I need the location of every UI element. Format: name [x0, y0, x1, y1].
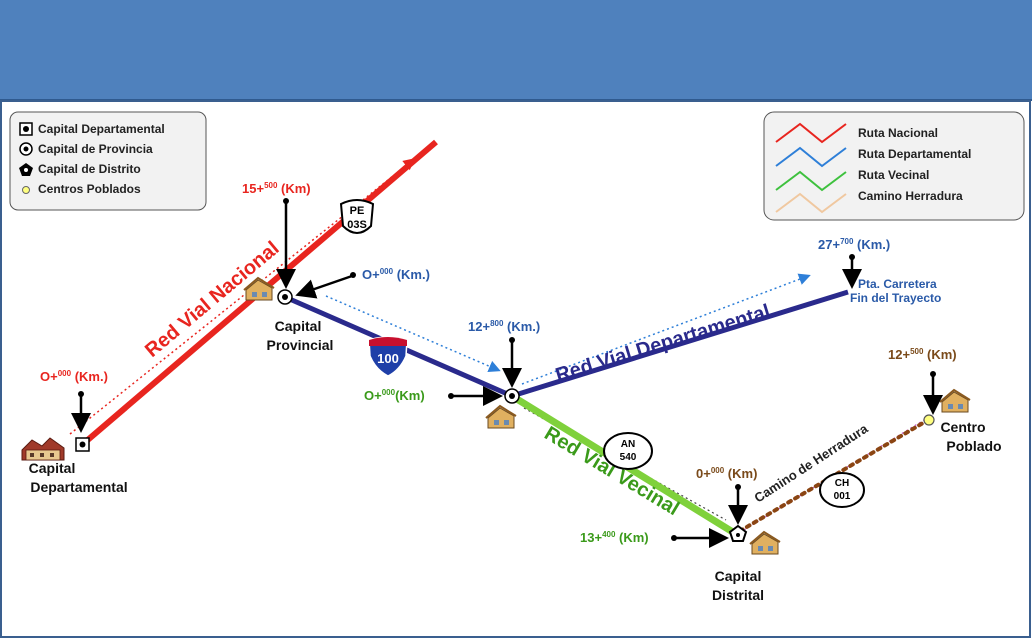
km-nacional-start: O+000 (Km.) — [40, 369, 108, 384]
house-icon-departamental — [21, 437, 65, 461]
shield-an-540: AN 540 — [603, 432, 653, 470]
place-capital-departamental-line1: Capital — [29, 460, 76, 476]
shield-interstate-number: 100 — [377, 351, 399, 366]
legend-item-capital-provincia: Capital de Provincia — [38, 142, 153, 156]
place-fin-del-trayecto: Fin del Trayecto — [850, 291, 941, 305]
place-capital-provincial-line1: Capital — [275, 318, 322, 334]
place-capital-provincial-line2: Provincial — [267, 337, 334, 353]
km-vecinal-end: 13+400 (Km) — [580, 530, 649, 545]
shield-ch-001: CH 001 — [819, 472, 865, 508]
legend-line-nacional — [775, 122, 847, 144]
legend-item-capital-distrito: Capital de Distrito — [38, 162, 141, 176]
legend-item-ruta-vecinal: Ruta Vecinal — [858, 168, 929, 182]
shield-ch-top: CH — [835, 478, 849, 489]
legend-item-capital-departamental: Capital Departamental — [38, 122, 165, 136]
shield-pe-bottom: 03S — [347, 219, 367, 231]
km-nacional-end: 15+500 (Km) — [242, 181, 311, 196]
departamental-start-arrow — [325, 295, 501, 372]
legend-line-departamental — [775, 146, 847, 168]
circle-dot-icon — [19, 142, 33, 156]
place-centro-poblado-line1: Centro — [940, 419, 985, 435]
place-capital-distrital-line1: Capital — [715, 568, 762, 584]
legend-item-ruta-departamental: Ruta Departamental — [858, 147, 971, 161]
legend-settlement-types: Capital Departamental Capital de Provinc… — [9, 111, 207, 211]
square-dot-icon — [19, 122, 33, 136]
km-vecinal-start: O+000(Km) — [364, 388, 425, 403]
shield-interstate-100: 100 — [368, 336, 408, 377]
km-departamental-end: 27+700 (Km.) — [818, 237, 890, 252]
km-departamental-start: O+000 (Km.) — [362, 267, 430, 282]
departamental-direction-arrow — [521, 273, 811, 385]
legend-item-camino-herradura: Camino Herradura — [858, 189, 963, 203]
node-centro-poblado — [923, 414, 935, 426]
house-icon-distrital — [749, 530, 781, 555]
node-capital-departamental — [75, 437, 90, 452]
shield-an-top: AN — [621, 439, 635, 450]
pointer-arrows — [71, 198, 943, 548]
content-border — [0, 100, 1031, 638]
km-herradura-start: 0+000 (Km) — [696, 466, 757, 481]
road-herradura — [738, 418, 930, 533]
place-pta-carretera: Pta. Carretera — [858, 277, 937, 291]
house-icon-junction — [485, 404, 517, 429]
small-circle-icon — [22, 186, 30, 194]
legend-item-ruta-nacional: Ruta Nacional — [858, 126, 938, 140]
node-junction-departamental-vecinal — [504, 388, 520, 404]
legend-line-herradura — [775, 192, 847, 214]
legend-road-types: Ruta Nacional Ruta Departamental Ruta Ve… — [763, 111, 1025, 221]
place-capital-departamental-line2: Departamental — [30, 479, 127, 495]
km-departamental-mid: 12+800 (Km.) — [468, 319, 540, 334]
shield-ch-bottom: 001 — [834, 491, 851, 502]
legend-line-vecinal — [775, 170, 847, 192]
node-capital-provincial — [277, 289, 293, 305]
shield-an-bottom: 540 — [620, 452, 637, 463]
shield-pe-top: PE — [350, 205, 365, 217]
km-herradura-end: 12+500 (Km) — [888, 347, 957, 362]
house-icon-centro-poblado — [939, 388, 971, 413]
node-capital-distrital — [728, 524, 748, 542]
legend-item-centros-poblados: Centros Poblados — [38, 182, 141, 196]
label-red-vial-departamental: Red Vial Departamental — [553, 301, 773, 387]
place-capital-distrital-line2: Distrital — [712, 587, 764, 603]
place-centro-poblado-line2: Poblado — [946, 438, 1001, 454]
house-icon-provincial — [243, 276, 275, 301]
shield-pe-03s: PE 03S — [339, 199, 375, 234]
pentagon-dot-icon — [19, 163, 33, 176]
